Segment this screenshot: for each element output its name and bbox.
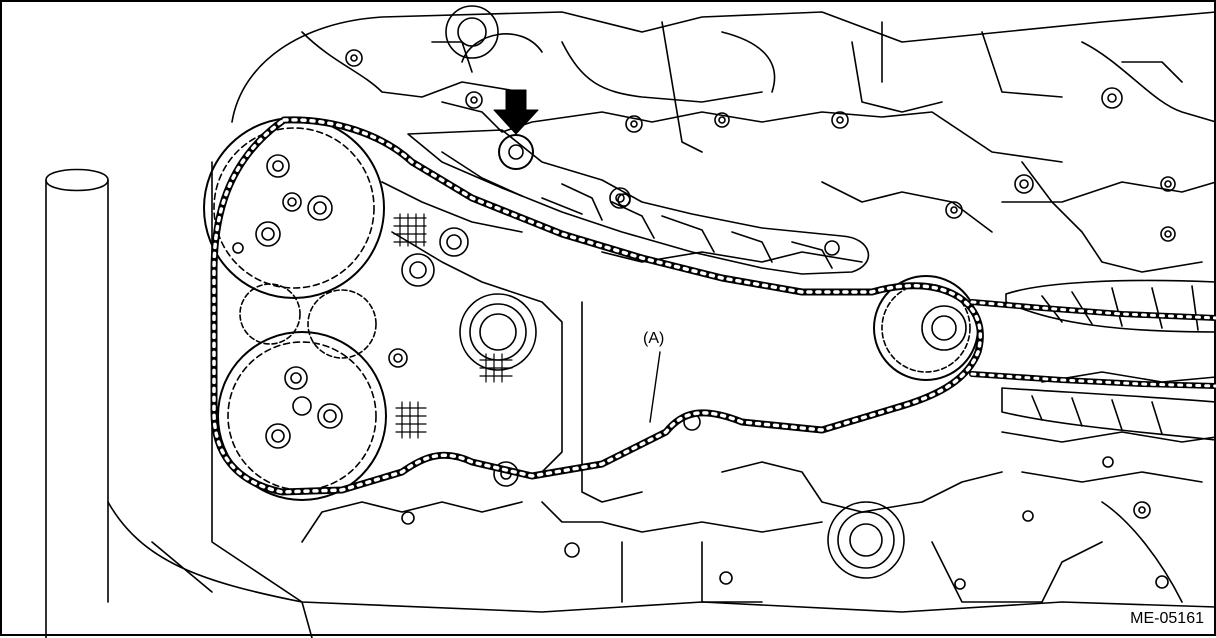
figure-code: ME-05161 — [1130, 610, 1204, 628]
callout-leader-line — [650, 352, 660, 422]
timing-chain — [214, 120, 1216, 492]
cross-hatch-patches — [394, 214, 512, 438]
guide-bolt — [499, 135, 533, 169]
upper-cam-sprocket — [204, 118, 384, 298]
support-bar — [46, 170, 312, 638]
intermediate-gear — [240, 284, 376, 358]
down-arrow-icon — [494, 90, 538, 134]
crank-sprocket — [874, 276, 978, 380]
callout-label-a: (A) — [643, 330, 664, 348]
